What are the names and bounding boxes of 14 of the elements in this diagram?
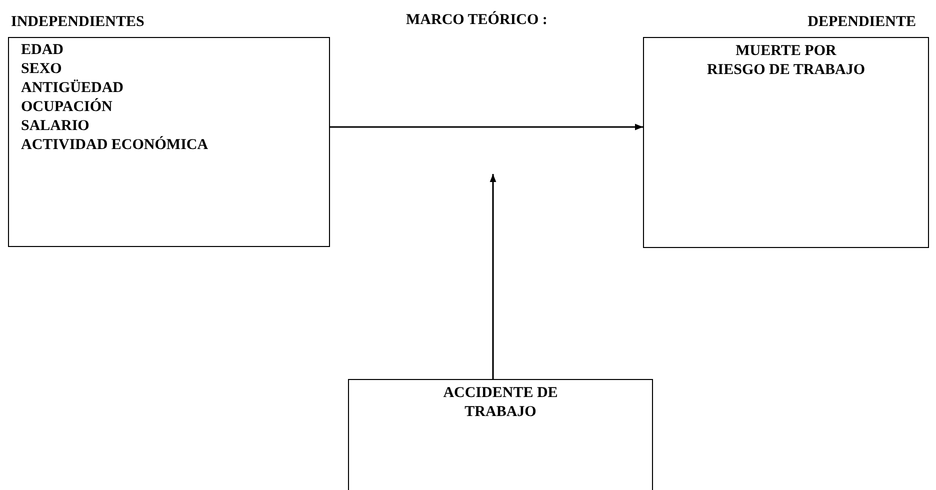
box-title: MUERTE POR RIESGO DE TRABAJO [706,42,866,80]
group-heading: INDEPENDIENTES [11,13,144,32]
variable-item: ACTIVIDAD ECONÓMICA [21,136,210,155]
variable-box [348,379,653,490]
variable-item: EDAD [21,41,65,60]
group-heading: DEPENDIENTE [808,13,916,32]
variable-item: SALARIO [21,117,90,136]
variable-item: ANTIGÜEDAD [21,79,125,98]
arrow [330,124,643,130]
variable-item: SEXO [21,60,63,79]
box-title: ACCIDENTE DE TRABAJO [442,384,559,422]
diagram-title: MARCO TEÓRICO : [406,11,548,30]
variable-item: OCUPACIÓN [21,98,114,117]
arrow [490,174,496,379]
